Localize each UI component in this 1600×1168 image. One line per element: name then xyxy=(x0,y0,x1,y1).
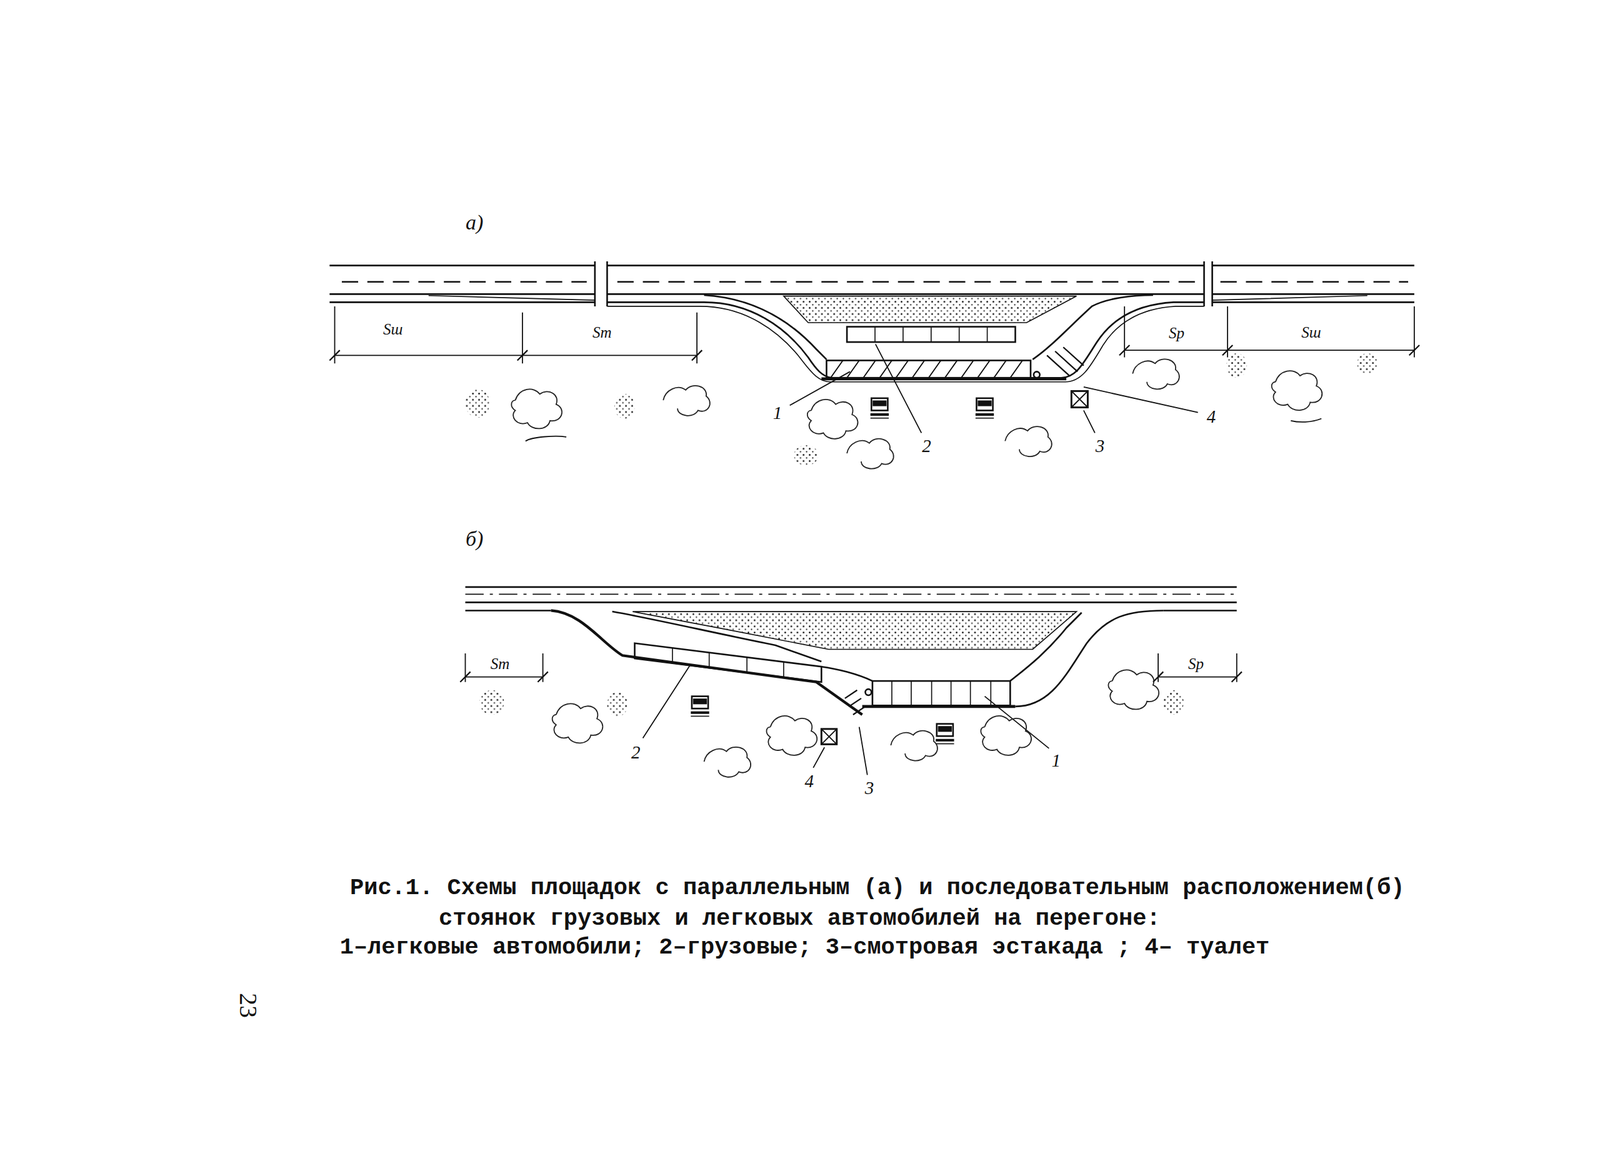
callout-number: 2 xyxy=(921,436,932,455)
bush xyxy=(1271,370,1323,410)
car-stalls xyxy=(830,360,1023,378)
stipple xyxy=(1356,353,1378,374)
parking-edge xyxy=(862,704,1016,708)
bush xyxy=(890,730,938,761)
callout-number: 3 xyxy=(1095,436,1105,455)
leader-line xyxy=(643,665,1050,775)
dimension-tick xyxy=(460,671,1242,682)
ramp-inner xyxy=(1010,612,1082,681)
stipple xyxy=(465,388,490,418)
bush xyxy=(766,715,817,755)
dimension-label: Sш xyxy=(1301,323,1321,340)
car-icon xyxy=(690,696,709,717)
inspection-ramp xyxy=(1033,371,1040,378)
dimension-label: Sр xyxy=(1188,655,1204,672)
bush xyxy=(1108,669,1159,709)
car-icon xyxy=(935,723,954,744)
callout-number: 2 xyxy=(631,743,641,762)
road-edge xyxy=(329,264,1415,267)
lane-marking xyxy=(465,593,1237,595)
bush xyxy=(511,388,562,429)
dimension-line xyxy=(335,306,1415,364)
bush xyxy=(663,385,710,416)
toilet-symbol xyxy=(821,728,837,744)
dimension-label: Sр xyxy=(1168,325,1185,341)
dimension-label: Sт xyxy=(490,655,510,672)
figure-caption: Рис.1. Схемы площадок с параллельным (а)… xyxy=(350,872,1444,934)
scheme-b xyxy=(460,586,1242,777)
bush xyxy=(704,746,752,777)
toilet-symbol xyxy=(1071,390,1088,407)
page-number: 23 xyxy=(235,992,261,1018)
truck-stalls xyxy=(846,326,1015,342)
toilet-symbol xyxy=(1071,390,1088,407)
dimension-tick xyxy=(329,345,1420,360)
truck-stalls xyxy=(635,643,822,682)
road-edge xyxy=(465,586,1237,589)
bush xyxy=(1132,358,1180,389)
car-stalls xyxy=(891,680,991,705)
bush xyxy=(1005,426,1052,457)
scheme-letter: а) xyxy=(465,211,484,234)
stipple xyxy=(479,690,504,715)
stipple xyxy=(793,445,819,466)
inspection-ramp xyxy=(865,688,872,695)
road-edge xyxy=(329,293,1415,295)
bush xyxy=(807,399,859,439)
road-edge xyxy=(465,601,1237,604)
car-stalls xyxy=(872,680,1010,705)
inspection-ramp xyxy=(1046,346,1084,376)
lane-marking xyxy=(341,280,1409,283)
callout-number: 3 xyxy=(865,778,875,797)
scheme-letter: б) xyxy=(465,528,484,550)
bush xyxy=(846,438,894,469)
dimension-line xyxy=(465,653,1237,682)
callout-number: 1 xyxy=(1051,751,1062,770)
car-stalls xyxy=(826,360,1031,378)
leader-line xyxy=(790,343,1199,433)
truck-stalls xyxy=(672,647,784,677)
stipple xyxy=(1163,690,1184,715)
car-icon xyxy=(870,398,889,419)
truck-stalls xyxy=(875,326,988,342)
key-line: 1–легковые автомобили; 2–грузовые; 3–смо… xyxy=(340,935,1270,959)
dimension-label: Sт xyxy=(592,323,612,340)
ramp-inner xyxy=(821,666,873,681)
scheme-a xyxy=(329,261,1420,469)
stipple xyxy=(1226,353,1247,378)
callout-number: 4 xyxy=(1206,407,1217,426)
callout-number: 4 xyxy=(804,771,814,790)
car-icon xyxy=(975,398,994,419)
island xyxy=(783,296,1077,323)
island xyxy=(632,611,1077,649)
stipple xyxy=(614,393,635,419)
inspection-ramp xyxy=(845,690,866,715)
dimension-label: Sш xyxy=(383,320,403,337)
stipple xyxy=(606,691,628,717)
toilet-symbol xyxy=(821,728,837,744)
bush xyxy=(552,703,604,743)
callout-number: 1 xyxy=(773,403,783,422)
bush xyxy=(980,715,1032,755)
